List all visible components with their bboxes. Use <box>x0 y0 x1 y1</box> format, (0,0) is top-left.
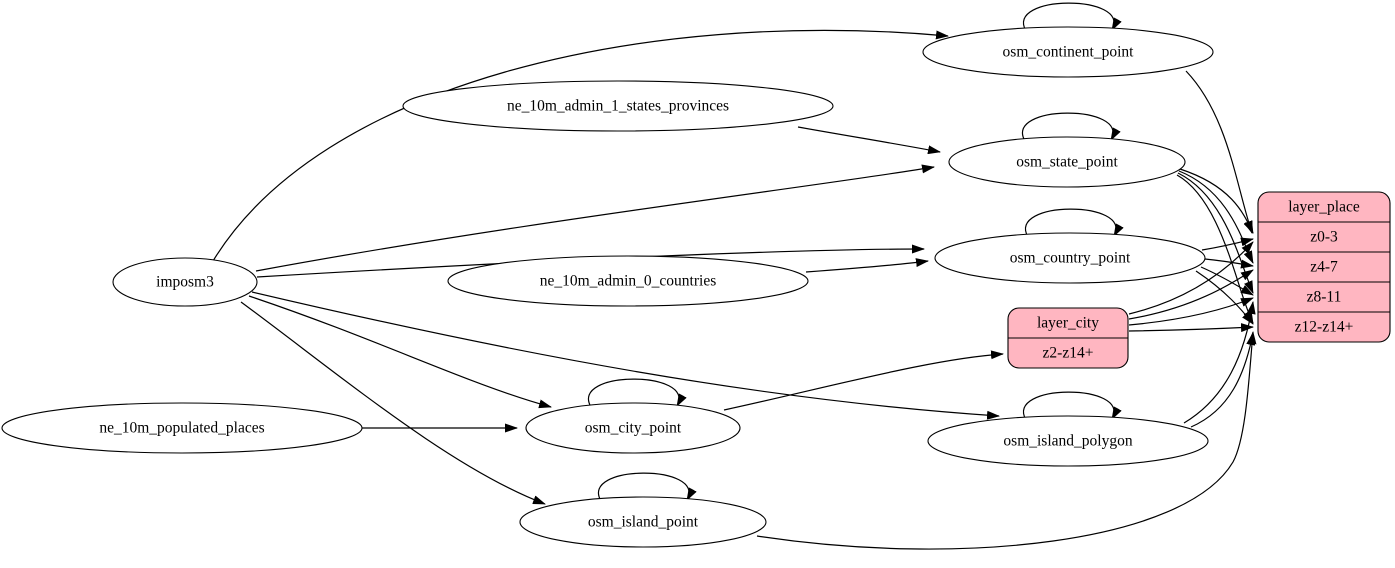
self-loop-osm_country_point <box>1024 208 1124 238</box>
record-row-layer_place-4: z12-z14+ <box>1295 319 1354 336</box>
edge-layer_city-to-layer_place-z8-11 <box>1128 297 1254 326</box>
record-row-layer_place-2: z4-7 <box>1310 259 1338 276</box>
node-label-osm_continent_point: osm_continent_point <box>1003 44 1135 61</box>
node-osm_city_point: osm_city_point <box>525 378 741 454</box>
edge-osm_continent_point-to-layer_place-z0-3 <box>1185 70 1253 234</box>
edge-imposm3-to-osm_island_polygon <box>251 291 1000 420</box>
edge-osm_state_point-to-layer_place-z0-3 <box>1179 168 1254 234</box>
node-shape-osm_city_point <box>525 402 741 454</box>
self-loop-osm_continent_point <box>1022 2 1122 32</box>
node-label-osm_island_point: osm_island_point <box>588 514 699 531</box>
record-row-layer_place-1: z0-3 <box>1310 229 1338 246</box>
edge-layer_city-to-layer_place-z12-z14+ <box>1128 323 1254 333</box>
node-osm_island_polygon: osm_island_polygon <box>927 391 1209 467</box>
node-shape-ne_10m_populated_places <box>1 402 363 454</box>
edge-osm_country_point-to-layer_place-z0-3 <box>1201 237 1254 251</box>
node-label-osm_state_point: osm_state_point <box>1016 154 1118 171</box>
self-loop-osm_state_point <box>1021 112 1121 142</box>
edge-osm_island_point-to-layer_place-z12-z14+ <box>756 331 1257 550</box>
node-label-ne_10m_admin_0_countries: ne_10m_admin_0_countries <box>540 273 717 290</box>
edge-osm_state_point-to-layer_place-z4-7 <box>1178 170 1254 264</box>
node-imposm3: imposm3 <box>112 257 258 307</box>
node-ne_10m_admin_0_countries: ne_10m_admin_0_countries <box>447 255 809 307</box>
edge-layer_city-to-layer_place-z4-7 <box>1128 269 1254 320</box>
record-row-layer_place-0: layer_place <box>1288 199 1360 216</box>
node-osm_continent_point: osm_continent_point <box>922 2 1214 78</box>
nodes-layer: imposm3 ne_10m_admin_1_states_provincesne… <box>1 2 1391 548</box>
edge-layer_city-to-layer_place-z0-3 <box>1128 241 1254 315</box>
edges-layer <box>212 29 1257 550</box>
node-label-imposm3: imposm3 <box>156 274 214 291</box>
edge-imposm3-to-osm_continent_point <box>212 29 949 262</box>
node-shape-imposm3 <box>112 257 258 307</box>
edge-ne_10m_admin_1_states_provinces-to-osm_state_point <box>797 126 941 155</box>
record-row-layer_place-3: z8-11 <box>1307 289 1342 306</box>
node-shape-osm_country_point <box>934 232 1206 284</box>
node-shape-ne_10m_admin_1_states_provinces <box>402 80 834 132</box>
edge-osm_island_polygon-to-layer_place-z12-z14+ <box>1190 332 1256 428</box>
node-label-osm_island_polygon: osm_island_polygon <box>1003 433 1132 450</box>
node-shape-ne_10m_admin_0_countries <box>447 255 809 307</box>
node-shape-osm_continent_point <box>922 26 1214 78</box>
edge-imposm3-to-osm_island_point <box>240 301 546 505</box>
node-osm_country_point: osm_country_point <box>934 208 1206 284</box>
node-osm_state_point: osm_state_point <box>948 112 1186 188</box>
record-layer_city: layer_city z2-z14+ <box>1007 307 1129 369</box>
node-label-ne_10m_populated_places: ne_10m_populated_places <box>99 420 264 437</box>
record-row-layer_city-0: layer_city <box>1037 315 1099 332</box>
edge-osm_state_point-to-layer_place-z8-11 <box>1177 172 1254 294</box>
node-osm_island_point: osm_island_point <box>519 472 767 548</box>
node-shape-osm_state_point <box>948 136 1186 188</box>
record-shape-layer_place <box>1257 191 1391 343</box>
node-label-osm_city_point: osm_city_point <box>585 420 682 437</box>
node-label-osm_country_point: osm_country_point <box>1010 250 1131 267</box>
edge-imposm3-to-osm_city_point <box>248 295 552 409</box>
node-ne_10m_populated_places: ne_10m_populated_places <box>1 402 363 454</box>
node-label-ne_10m_admin_1_states_provinces: ne_10m_admin_1_states_provinces <box>507 98 729 115</box>
node-shape-osm_island_polygon <box>927 415 1209 467</box>
edge-osm_city_point-to-layer_city-z2-z14+ <box>723 350 1004 411</box>
record-row-layer_city-1: z2-z14+ <box>1043 345 1094 362</box>
edge-osm_island_polygon-to-layer_place-z8-11 <box>1183 301 1256 424</box>
record-layer_place: layer_place z0-3 z4-7 z8-11 z12-z14+ <box>1257 191 1391 343</box>
self-loop-osm_island_point <box>597 472 697 502</box>
node-shape-osm_island_point <box>519 496 767 548</box>
self-loop-osm_island_polygon <box>1022 391 1122 421</box>
edge-ne_10m_admin_0_countries-to-osm_country_point <box>805 258 929 273</box>
node-ne_10m_admin_1_states_provinces: ne_10m_admin_1_states_provinces <box>402 80 834 132</box>
self-loop-osm_city_point <box>587 378 687 408</box>
edge-imposm3-to-osm_state_point <box>255 164 935 272</box>
